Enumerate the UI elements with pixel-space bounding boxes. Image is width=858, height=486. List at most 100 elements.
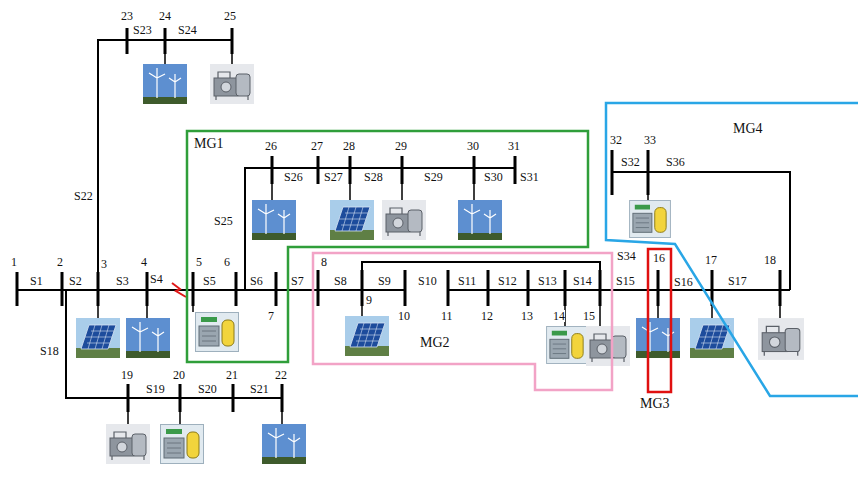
bus-number: 10 [398, 310, 410, 322]
bus-number: 13 [521, 310, 533, 322]
switch-label: S23 [133, 24, 152, 36]
bus-number: 7 [268, 310, 274, 322]
switch-label: S2 [69, 275, 82, 287]
bus-number: 17 [705, 254, 717, 266]
region-border [606, 103, 858, 396]
pv-panel [690, 318, 734, 358]
switch-label: S13 [538, 275, 557, 287]
fault-mark [172, 283, 186, 297]
switch-label: S10 [418, 275, 437, 287]
region-name: MG2 [420, 336, 450, 350]
diesel-generator [586, 326, 630, 366]
switch-label: S1 [30, 275, 43, 287]
region-name: MG3 [640, 397, 670, 411]
pv-panel [76, 318, 120, 358]
diesel-generator [106, 424, 150, 464]
bus-number: 8 [321, 256, 327, 268]
bus-number: 27 [311, 140, 323, 152]
wind-turbine [252, 200, 296, 240]
switch-label: S31 [520, 171, 539, 183]
bus-number: 15 [583, 310, 595, 322]
wind-turbine [262, 424, 306, 464]
bus-number: 4 [141, 256, 147, 268]
region-border [187, 131, 588, 362]
bus-number: 19 [121, 369, 133, 381]
switch-label: S22 [74, 190, 93, 202]
bus-bars [17, 28, 780, 412]
diesel-generator [382, 200, 426, 240]
energy-storage [196, 313, 239, 352]
bus-number: 5 [196, 256, 202, 268]
microgrid-region: MG2 [312, 252, 613, 391]
switch-label: S9 [378, 275, 391, 287]
bus-number: 12 [481, 310, 493, 322]
tie-loop [362, 262, 600, 270]
bus-number: 24 [159, 10, 171, 22]
bus-number: 32 [610, 134, 622, 146]
wind-turbine [126, 318, 170, 358]
switch-label: S19 [146, 383, 165, 395]
switch-label: S25 [214, 215, 233, 227]
wind-turbine [143, 64, 187, 104]
pv-panel [330, 200, 374, 240]
mg4-feeder [612, 172, 790, 290]
bus-number: 23 [121, 10, 133, 22]
wind-turbine [636, 318, 680, 358]
bus-number: 9 [366, 294, 372, 306]
switch-label: S16 [674, 276, 693, 288]
switch-label: S12 [498, 275, 517, 287]
bus-number: 16 [653, 252, 665, 264]
device-taps [98, 54, 780, 424]
switch-label: S29 [424, 171, 443, 183]
energy-storage [547, 326, 588, 363]
region-name: MG1 [194, 137, 224, 151]
switch-label: S5 [203, 275, 216, 287]
microgrid-region: MG4 [605, 102, 858, 398]
switch-label: S21 [250, 383, 269, 395]
switch-label: S7 [291, 275, 304, 287]
bus-number: 18 [764, 254, 776, 266]
switch-label: S27 [324, 171, 343, 183]
region-outline [605, 102, 858, 398]
bus-number: 11 [441, 310, 453, 322]
region-outline [647, 248, 672, 393]
switch-label: S28 [364, 171, 383, 183]
switch-label: S14 [573, 275, 592, 287]
bus-number: 31 [508, 140, 520, 152]
switch-label: S15 [616, 275, 635, 287]
switch-label: S30 [484, 171, 503, 183]
diesel-generator [210, 64, 254, 104]
switch-label: S32 [621, 156, 640, 168]
switch-label: S4 [150, 273, 163, 285]
bus-number: 6 [224, 256, 230, 268]
microgrid-region: MG3 [647, 248, 672, 393]
diesel-generator [758, 318, 804, 360]
device-icons [76, 64, 804, 464]
bus-number: 25 [224, 10, 236, 22]
bus-number: 22 [275, 369, 287, 381]
switch-label: S3 [116, 275, 129, 287]
switch-label: S17 [728, 275, 747, 287]
energy-storage [630, 200, 671, 237]
switch-label: S20 [198, 383, 217, 395]
bus-number: 29 [395, 140, 407, 152]
region-border [313, 253, 612, 390]
bus-number: 1 [11, 256, 17, 268]
switch-label: S6 [250, 275, 263, 287]
switch-label: S36 [666, 156, 685, 168]
bus-number: 33 [644, 134, 656, 146]
pv-panel [345, 316, 389, 356]
bus-number: 26 [265, 140, 277, 152]
energy-storage [161, 425, 204, 464]
bus-number: 14 [553, 310, 565, 322]
bus-number: 2 [57, 256, 63, 268]
switch-label: S18 [40, 345, 59, 357]
region-name: MG4 [733, 122, 763, 136]
region-border [648, 249, 671, 392]
switch-label: S34 [617, 250, 636, 262]
bus-number: 28 [343, 140, 355, 152]
feeder-lines [17, 40, 790, 424]
switch-label: S26 [284, 171, 303, 183]
